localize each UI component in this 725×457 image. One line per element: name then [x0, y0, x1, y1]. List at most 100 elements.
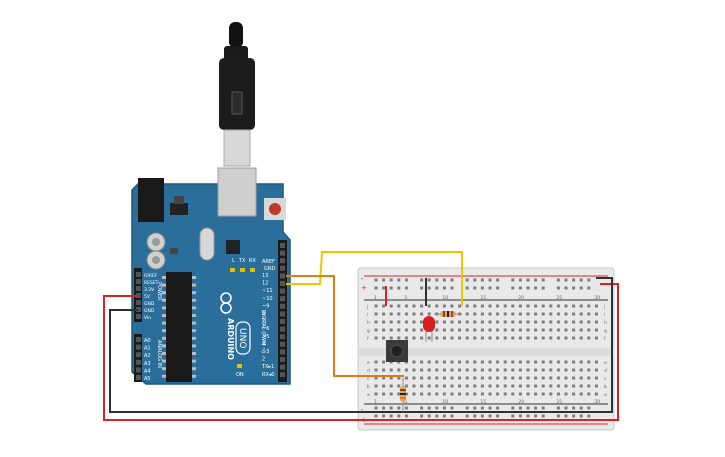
breadboard-hole[interactable] [534, 368, 538, 372]
breadboard-hole[interactable] [412, 360, 416, 364]
breadboard-hole[interactable] [420, 368, 424, 372]
breadboard-hole[interactable] [587, 392, 591, 396]
breadboard-hole[interactable] [488, 368, 492, 372]
header-pin[interactable] [280, 265, 285, 271]
breadboard-hole[interactable] [587, 336, 591, 340]
breadboard-hole[interactable] [541, 304, 545, 308]
header-pin[interactable] [136, 337, 141, 342]
breadboard-hole[interactable] [572, 360, 576, 364]
breadboard-hole[interactable] [458, 368, 462, 372]
breadboard-hole[interactable] [397, 312, 401, 316]
breadboard-hole[interactable] [518, 320, 522, 324]
breadboard-hole[interactable] [518, 336, 522, 340]
breadboard-hole[interactable] [488, 304, 492, 308]
breadboard-hole[interactable] [534, 414, 538, 418]
breadboard-hole[interactable] [473, 312, 477, 316]
breadboard-hole[interactable] [473, 328, 477, 332]
breadboard-hole[interactable] [442, 360, 446, 364]
breadboard-hole[interactable] [427, 336, 431, 340]
breadboard-hole[interactable] [503, 328, 507, 332]
breadboard-hole[interactable] [518, 368, 522, 372]
breadboard-hole[interactable] [473, 336, 477, 340]
breadboard-hole[interactable] [594, 376, 598, 380]
header-pin[interactable] [136, 272, 141, 277]
breadboard-hole[interactable] [480, 392, 484, 396]
breadboard-hole[interactable] [534, 406, 538, 410]
breadboard-hole[interactable] [427, 406, 431, 410]
breadboard-hole[interactable] [450, 414, 454, 418]
breadboard-hole[interactable] [572, 368, 576, 372]
breadboard-hole[interactable] [374, 328, 378, 332]
breadboard-hole[interactable] [556, 278, 560, 282]
breadboard-hole[interactable] [465, 414, 469, 418]
breadboard-hole[interactable] [549, 360, 553, 364]
breadboard-hole[interactable] [473, 304, 477, 308]
breadboard-hole[interactable] [450, 384, 454, 388]
breadboard-hole[interactable] [534, 278, 538, 282]
breadboard-hole[interactable] [374, 392, 378, 396]
breadboard-hole[interactable] [458, 304, 462, 308]
breadboard-hole[interactable] [556, 406, 560, 410]
breadboard-hole[interactable] [594, 384, 598, 388]
breadboard-hole[interactable] [473, 360, 477, 364]
breadboard-hole[interactable] [534, 328, 538, 332]
breadboard-hole[interactable] [412, 320, 416, 324]
header-pin[interactable] [136, 279, 141, 284]
header-pin[interactable] [280, 281, 285, 286]
breadboard-hole[interactable] [526, 312, 530, 316]
header-pin[interactable] [280, 341, 285, 347]
breadboard-hole[interactable] [503, 376, 507, 380]
breadboard-hole[interactable] [511, 304, 515, 308]
breadboard-hole[interactable] [541, 286, 545, 290]
breadboard-hole[interactable] [480, 312, 484, 316]
breadboard-hole[interactable] [480, 414, 484, 418]
breadboard-hole[interactable] [473, 414, 477, 418]
breadboard-hole[interactable] [427, 392, 431, 396]
header-pin[interactable] [136, 344, 141, 350]
breadboard-hole[interactable] [412, 392, 416, 396]
breadboard-hole[interactable] [465, 392, 469, 396]
breadboard-hole[interactable] [541, 320, 545, 324]
breadboard-hole[interactable] [579, 320, 583, 324]
breadboard-hole[interactable] [450, 360, 454, 364]
breadboard-hole[interactable] [594, 328, 598, 332]
breadboard-hole[interactable] [382, 336, 386, 340]
breadboard-hole[interactable] [374, 286, 378, 290]
breadboard-hole[interactable] [503, 312, 507, 316]
breadboard-hole[interactable] [435, 392, 439, 396]
resistor-top[interactable] [434, 311, 462, 317]
header-pin[interactable] [280, 319, 285, 324]
breadboard-hole[interactable] [382, 312, 386, 316]
breadboard-hole[interactable] [488, 278, 492, 282]
breadboard-hole[interactable] [420, 286, 424, 290]
breadboard-hole[interactable] [435, 406, 439, 410]
breadboard-hole[interactable] [420, 312, 424, 316]
breadboard-hole[interactable] [587, 304, 591, 308]
header-pin[interactable] [136, 359, 141, 365]
breadboard-hole[interactable] [534, 360, 538, 364]
breadboard-hole[interactable] [465, 336, 469, 340]
breadboard-hole[interactable] [534, 392, 538, 396]
breadboard-hole[interactable] [541, 384, 545, 388]
breadboard-hole[interactable] [549, 376, 553, 380]
breadboard-hole[interactable] [541, 312, 545, 316]
breadboard-hole[interactable] [404, 286, 408, 290]
breadboard-hole[interactable] [556, 320, 560, 324]
breadboard-hole[interactable] [488, 384, 492, 388]
breadboard-hole[interactable] [541, 376, 545, 380]
breadboard-hole[interactable] [480, 286, 484, 290]
breadboard-hole[interactable] [511, 376, 515, 380]
breadboard-hole[interactable] [534, 286, 538, 290]
arduino-uno-board[interactable]: L TX RX ON ARDUINO UNO AREF GND 1312~11~… [131, 167, 291, 385]
breadboard-hole[interactable] [549, 328, 553, 332]
breadboard-hole[interactable] [534, 304, 538, 308]
breadboard-hole[interactable] [465, 406, 469, 410]
breadboard-hole[interactable] [465, 328, 469, 332]
wire-black-gnd[interactable] [109, 277, 613, 413]
breadboard-hole[interactable] [412, 336, 416, 340]
breadboard-hole[interactable] [549, 368, 553, 372]
breadboard-hole[interactable] [374, 278, 378, 282]
header-pin[interactable] [280, 258, 285, 264]
breadboard-hole[interactable] [594, 320, 598, 324]
breadboard-hole[interactable] [374, 320, 378, 324]
